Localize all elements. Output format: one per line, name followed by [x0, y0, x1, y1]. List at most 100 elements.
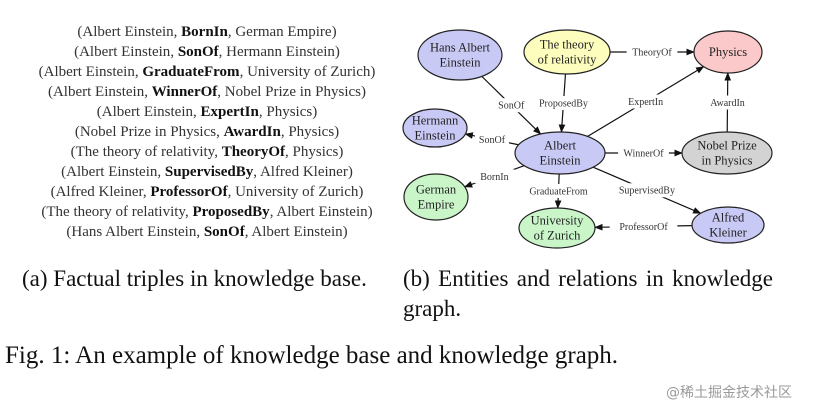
- edge-albert-nobel: WinnerOf: [605, 146, 683, 160]
- node-label: University: [531, 214, 585, 228]
- triple-row: (Albert Einstein, ExpertIn, Physics): [96, 104, 318, 120]
- triple-row: (Albert Einstein, BornIn, German Empire): [77, 24, 337, 40]
- node-label: Albert: [544, 139, 576, 153]
- edge-label: GraduateFrom: [529, 187, 588, 198]
- node-label: of relativity: [538, 53, 597, 67]
- triple-row: (Nobel Prize in Physics, AwardIn, Physic…: [74, 124, 340, 140]
- node-label: The theory: [540, 38, 595, 52]
- edge-albert-alfred: SupervisedBy: [592, 166, 702, 214]
- triple-rel: GraduateFrom: [142, 64, 240, 80]
- triple-tail: University of Zurich: [235, 184, 359, 200]
- triple-rel: AwardIn: [223, 124, 281, 140]
- node-label: Einstein: [540, 154, 582, 168]
- node-label: Einstein: [440, 56, 482, 70]
- edge-label: SupervisedBy: [619, 186, 675, 197]
- figure-caption: Fig. 1: An example of knowledge base and…: [5, 342, 619, 369]
- triple-head: Albert Einstein: [82, 24, 174, 40]
- edge-label-bg: [532, 95, 595, 110]
- node-ellipse: [402, 108, 468, 148]
- triple-head: Hans Albert Einstein: [71, 224, 197, 240]
- node-label: Physics: [709, 45, 747, 59]
- factual-triples-list: (Albert Einstein, BornIn, German Empire)…: [0, 22, 414, 242]
- triple-head: Albert Einstein: [101, 104, 194, 120]
- triple-tail: Alfred Kleiner: [259, 164, 348, 180]
- node-ellipse: [403, 173, 469, 221]
- edge-albert-german: BornIn: [463, 165, 525, 188]
- edge-label-bg: [521, 184, 596, 199]
- triple-tail: Nobel Prize in Physics: [224, 84, 362, 100]
- triple-rel: ExpertIn: [200, 104, 259, 120]
- triple-tail: Physics: [266, 104, 313, 120]
- node-label: German: [416, 183, 457, 197]
- node-ellipse: [693, 30, 763, 74]
- edge-label-bg: [494, 98, 529, 113]
- edge-label: WinnerOf: [623, 149, 664, 160]
- triple-head: Albert Einstein: [52, 84, 145, 100]
- edge-label: SonOf: [498, 101, 525, 112]
- triple-head: Albert Einstein: [66, 164, 158, 180]
- edge-label: ProfessorOf: [619, 222, 668, 233]
- node-label: Alfred: [712, 211, 745, 225]
- edge-label: BornIn: [480, 172, 508, 183]
- edge-label-bg: [626, 45, 678, 59]
- node-label: in Physics: [701, 154, 752, 168]
- triple-tail: Albert Einstein: [251, 224, 343, 240]
- triple-rel: ProfessorOf: [150, 184, 228, 200]
- edge-albert-hermann: SonOf: [464, 132, 519, 147]
- edge-alfred-zurich: ProfessorOf: [594, 219, 693, 234]
- triple-tail: Physics: [292, 144, 339, 160]
- triple-row: (The theory of relativity, TheoryOf, Phy…: [70, 144, 344, 160]
- node-ellipse: [417, 29, 503, 81]
- node-label: Hans Albert: [430, 41, 491, 55]
- node-label: Hermann: [412, 114, 459, 128]
- triple-rel: WinnerOf: [151, 84, 218, 100]
- node-label: of Zurich: [534, 229, 582, 243]
- triple-head: The theory of relativity: [46, 204, 185, 220]
- triple-row: (Hans Albert Einstein, SonOf, Albert Ein…: [66, 224, 348, 240]
- node-label: Nobel Prize: [697, 139, 757, 153]
- triple-rel: SupervisedBy: [164, 164, 254, 180]
- node-ellipse: [518, 207, 596, 249]
- triple-tail: Albert Einstein: [276, 204, 368, 220]
- edge-albert-zurich: GraduateFrom: [521, 173, 596, 209]
- node-physics: Physics: [693, 30, 763, 74]
- edge-hans-albert: SonOf: [481, 75, 542, 135]
- triple-row: (Albert Einstein, SupervisedBy, Alfred K…: [61, 164, 353, 180]
- triple-tail: University of Zurich: [247, 64, 371, 80]
- triple-row: (The theory of relativity, ProposedBy, A…: [41, 204, 373, 220]
- triple-head: Albert Einstein: [43, 64, 135, 80]
- edge-label: SonOf: [479, 135, 506, 146]
- triple-tail: German Empire: [235, 24, 332, 40]
- edge-theory-physics: TheoryOf: [610, 45, 695, 59]
- edge-label: TheoryOf: [632, 48, 672, 59]
- edge-theory-albert: ProposedBy: [532, 73, 595, 133]
- node-ellipse: [681, 131, 773, 175]
- triple-rel: SonOf: [177, 44, 219, 60]
- node-ellipse: [514, 131, 606, 175]
- edge-nobel-physics: AwardIn: [704, 72, 751, 133]
- node-label: Einstein: [415, 129, 457, 143]
- edge-label: AwardIn: [710, 98, 745, 109]
- triple-rel: TheoryOf: [221, 144, 286, 160]
- triple-row: (Alfred Kleiner, ProfessorOf, University…: [50, 184, 364, 200]
- caption-b: (b) Entities and relations in knowledge …: [403, 266, 773, 321]
- triple-head: Alfred Kleiner: [55, 184, 143, 200]
- edge-label-bg: [620, 94, 672, 109]
- triple-head: Nobel Prize in Physics: [79, 124, 217, 140]
- triple-tail: Physics: [288, 124, 335, 140]
- edge-label-bg: [609, 219, 678, 234]
- triple-row: (Albert Einstein, SonOf, Hermann Einstei…: [74, 44, 340, 60]
- triple-rel: BornIn: [181, 24, 228, 40]
- triple-row: (Albert Einstein, WinnerOf, Nobel Prize …: [47, 84, 367, 100]
- watermark: @稀土掘金技术社区: [666, 385, 792, 401]
- edge-label: ProposedBy: [539, 98, 588, 109]
- edge-label-bg: [474, 132, 509, 147]
